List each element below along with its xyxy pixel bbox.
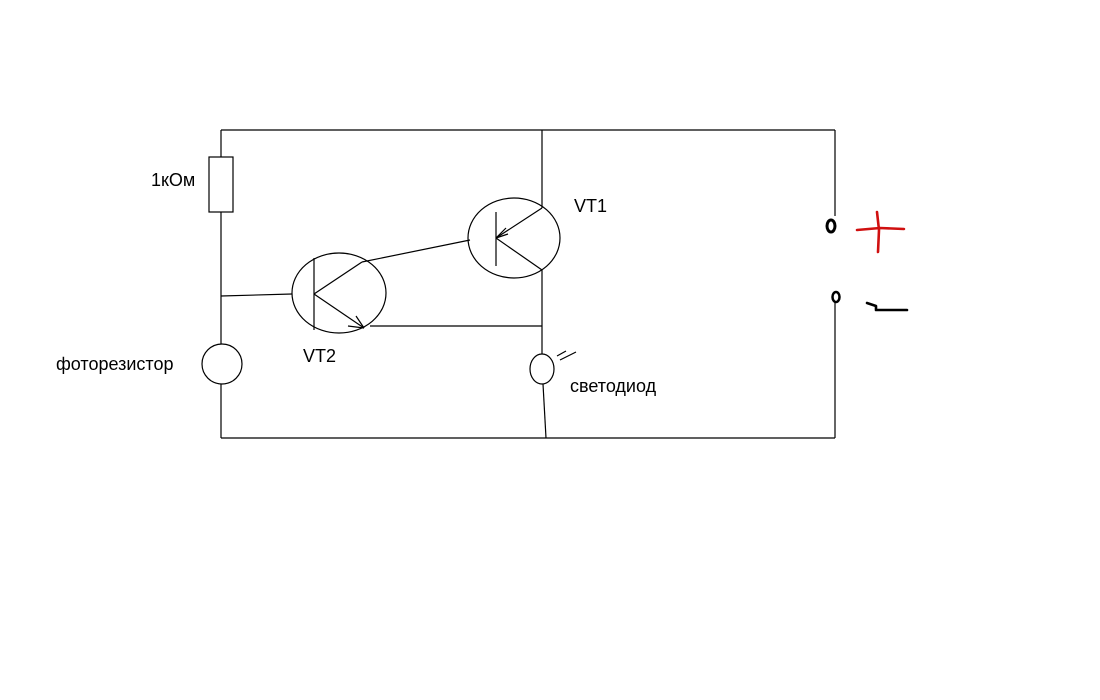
minus-sign	[865, 301, 909, 312]
vt1-arrow-stroke-a	[495, 233, 509, 239]
vt1-arrow-stroke-b	[495, 227, 507, 239]
vt2-emitter-lead	[313, 293, 365, 329]
resistor-label: 1кОм	[151, 170, 195, 190]
led-light-ray-2	[559, 351, 577, 361]
led-label: светодиод	[570, 376, 657, 396]
minus-sign-stroke	[865, 301, 909, 312]
led-light-ray-1	[556, 350, 567, 357]
plus-sign	[855, 210, 906, 254]
vt2-body	[291, 252, 387, 334]
photoresistor-label: фоторезистор	[56, 354, 173, 374]
wire-led-to-ground	[542, 383, 547, 439]
circuit-wires	[220, 129, 836, 439]
vt1-emitter-lead	[495, 237, 543, 271]
negative-terminal	[831, 290, 841, 304]
negative-terminal-dot	[831, 290, 841, 304]
transistor-vt1	[467, 197, 561, 279]
vt1-collector-lead	[495, 207, 543, 239]
vt2-collector-lead	[313, 261, 363, 295]
vt1-label: VT1	[574, 196, 607, 216]
vt2-arrow-stroke-b	[355, 315, 365, 329]
vt2-label: VT2	[303, 346, 336, 366]
positive-terminal-dot	[825, 218, 837, 234]
led	[529, 350, 577, 385]
positive-terminal	[825, 218, 837, 234]
transistor-vt2	[291, 252, 387, 334]
plus-sign-horizontal	[855, 226, 906, 232]
led-symbol	[529, 353, 555, 385]
vt2-arrow-stroke-a	[347, 325, 365, 329]
photoresistor-symbol	[201, 343, 243, 385]
wire-vt2-collector-to-vt1-base	[361, 239, 471, 263]
resistor-symbol	[208, 156, 234, 213]
vt1-body	[467, 197, 561, 279]
wire-vt2-base	[220, 293, 293, 297]
plus-sign-vertical	[875, 210, 881, 254]
